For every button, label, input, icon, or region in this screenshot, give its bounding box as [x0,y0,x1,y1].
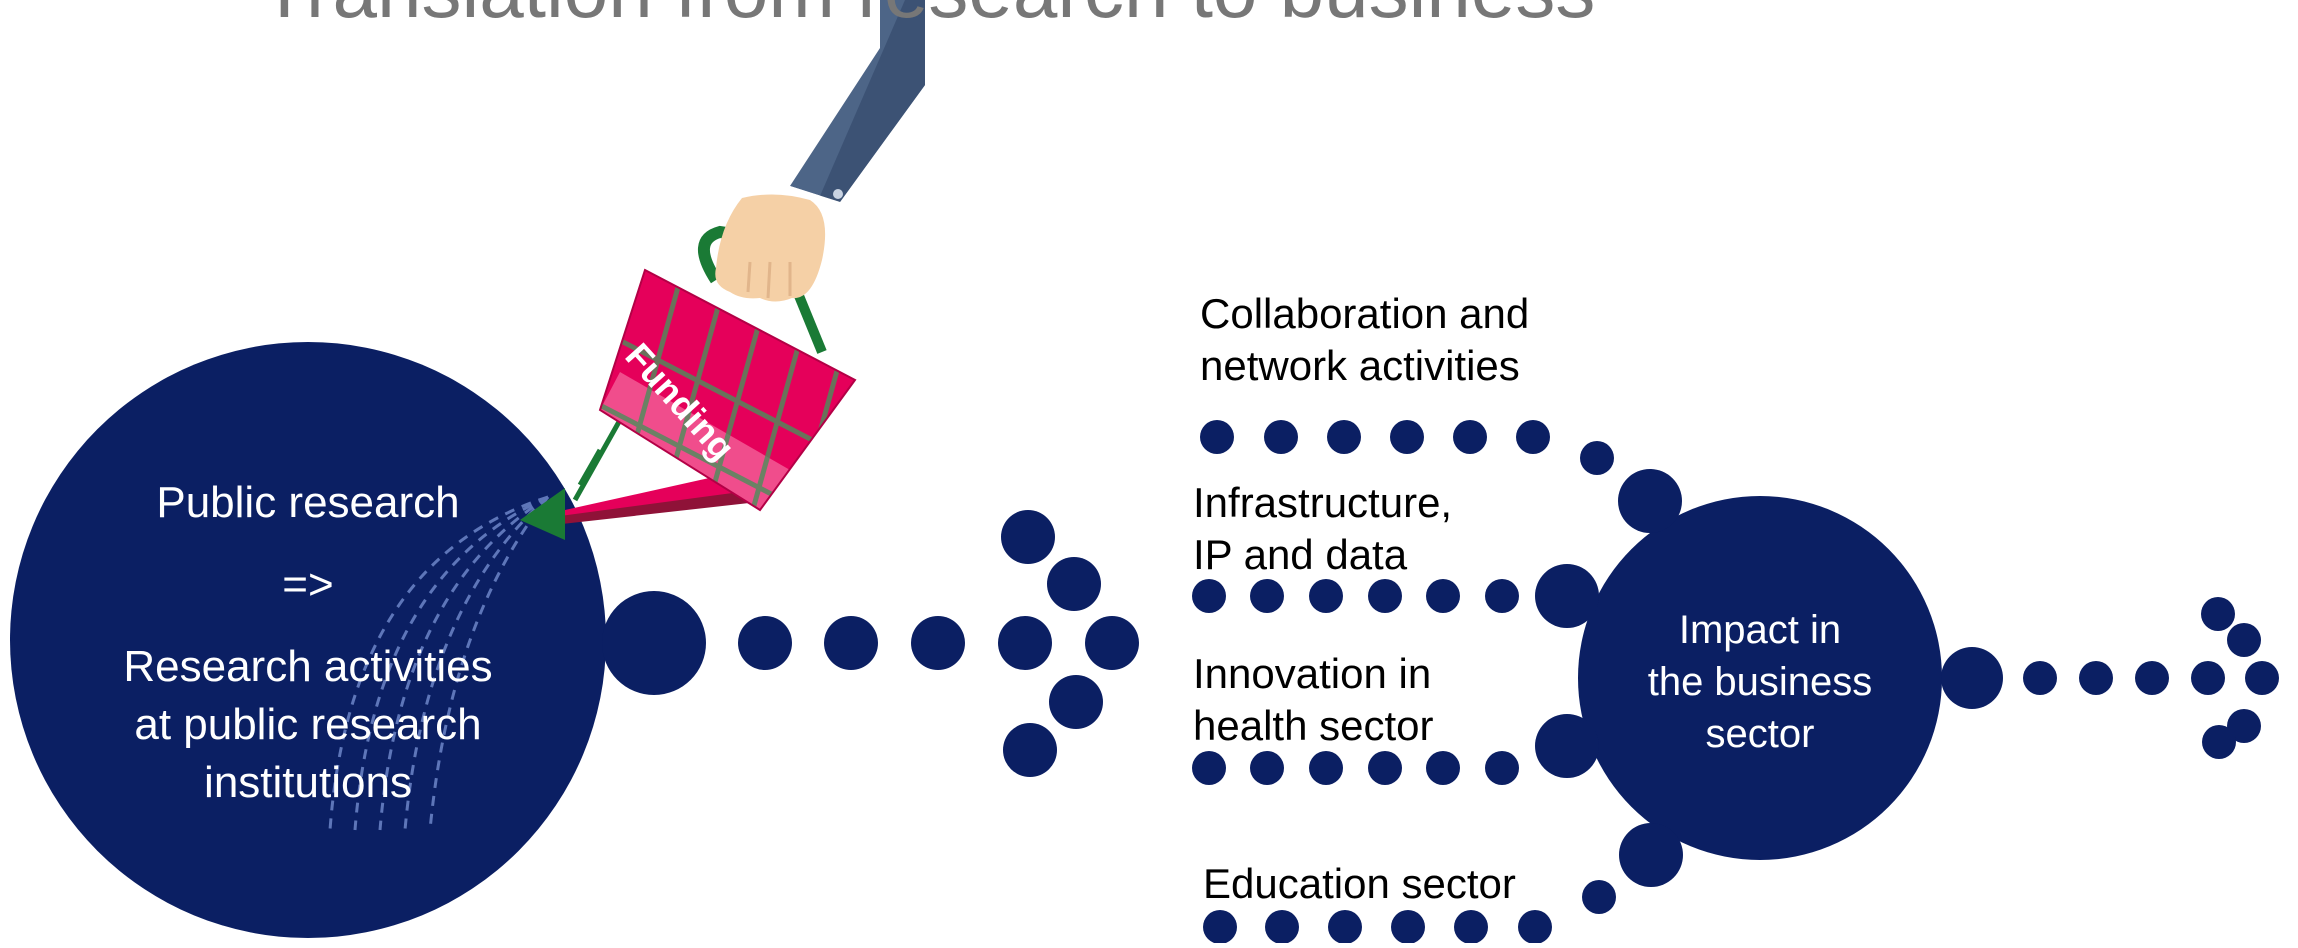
dot [1192,751,1226,785]
dot [1426,579,1460,613]
source-line-4: institutions [204,758,412,807]
dot [2023,661,2057,695]
channel-infrastructure-line-2: IP and data [1193,531,1408,578]
dot [2227,623,2261,657]
source-arrow-dots [602,510,1139,777]
dot [1391,910,1425,944]
dot [1518,910,1552,944]
dot [1368,751,1402,785]
dot [1580,441,1614,475]
dot [1618,469,1682,533]
dot [1264,420,1298,454]
dot [1619,823,1683,887]
channel-education-line-1: Education sector [1203,860,1516,907]
channel-health-line-1: Innovation in [1193,650,1432,697]
dot [1049,675,1103,729]
target-line-1: Impact in [1678,608,1842,652]
dot [1328,910,1362,944]
dot [2191,661,2225,695]
dot [1516,420,1550,454]
dot [1250,751,1284,785]
business-impact-circle [1578,496,1942,860]
dot [1200,420,1234,454]
dot [2245,661,2279,695]
output-arrow-dots [1941,597,2279,759]
dot [1003,723,1057,777]
collaboration-dots [1200,420,1682,533]
dot [602,591,706,695]
page-title: Translation from research to business [260,0,1595,30]
dot [1368,579,1402,613]
dot [1485,579,1519,613]
hand-icon [715,194,826,302]
dot [824,616,878,670]
channel-infrastructure-line-1: Infrastructure, [1193,479,1453,526]
dot [998,616,1052,670]
dot [1047,557,1101,611]
dot [1426,751,1460,785]
dot [1535,564,1599,628]
can-spout-icon [520,418,758,540]
source-line-3: at public research [134,700,482,749]
dot [1941,647,2003,709]
dot [911,616,965,670]
dot [1085,616,1139,670]
channel-collaboration-line-1: Collaboration and [1200,290,1530,337]
dot [1250,579,1284,613]
dot [1192,579,1226,613]
water-spray [328,495,550,831]
dot [738,616,792,670]
dot [2135,661,2169,695]
dot [1265,910,1299,944]
health-dots [1192,714,1599,785]
dot [1582,880,1616,914]
dot [1309,751,1343,785]
dot [1390,420,1424,454]
dot [1453,420,1487,454]
public-research-circle [10,342,606,938]
dot [2227,709,2261,743]
dot [2201,597,2235,631]
channel-collaboration-line-2: network activities [1200,342,1520,389]
arm-icon [784,0,925,214]
target-line-3: sector [1705,712,1815,756]
education-dots [1203,823,1683,944]
target-line-2: the business [1647,660,1873,704]
dot [1001,510,1055,564]
dot [1309,579,1343,613]
dot [1485,751,1519,785]
dot [2079,661,2113,695]
channel-health-line-2: health sector [1193,702,1434,749]
source-line-2: Research activities [123,642,493,691]
infrastructure-dots [1192,564,1599,628]
source-arrow: => [282,560,334,609]
can-handle-icon [697,225,761,284]
dot [2202,725,2236,759]
dot [1327,420,1361,454]
dot [1535,714,1599,778]
source-line-1: Public research [156,478,460,527]
dot [1454,910,1488,944]
dot [1203,910,1237,944]
